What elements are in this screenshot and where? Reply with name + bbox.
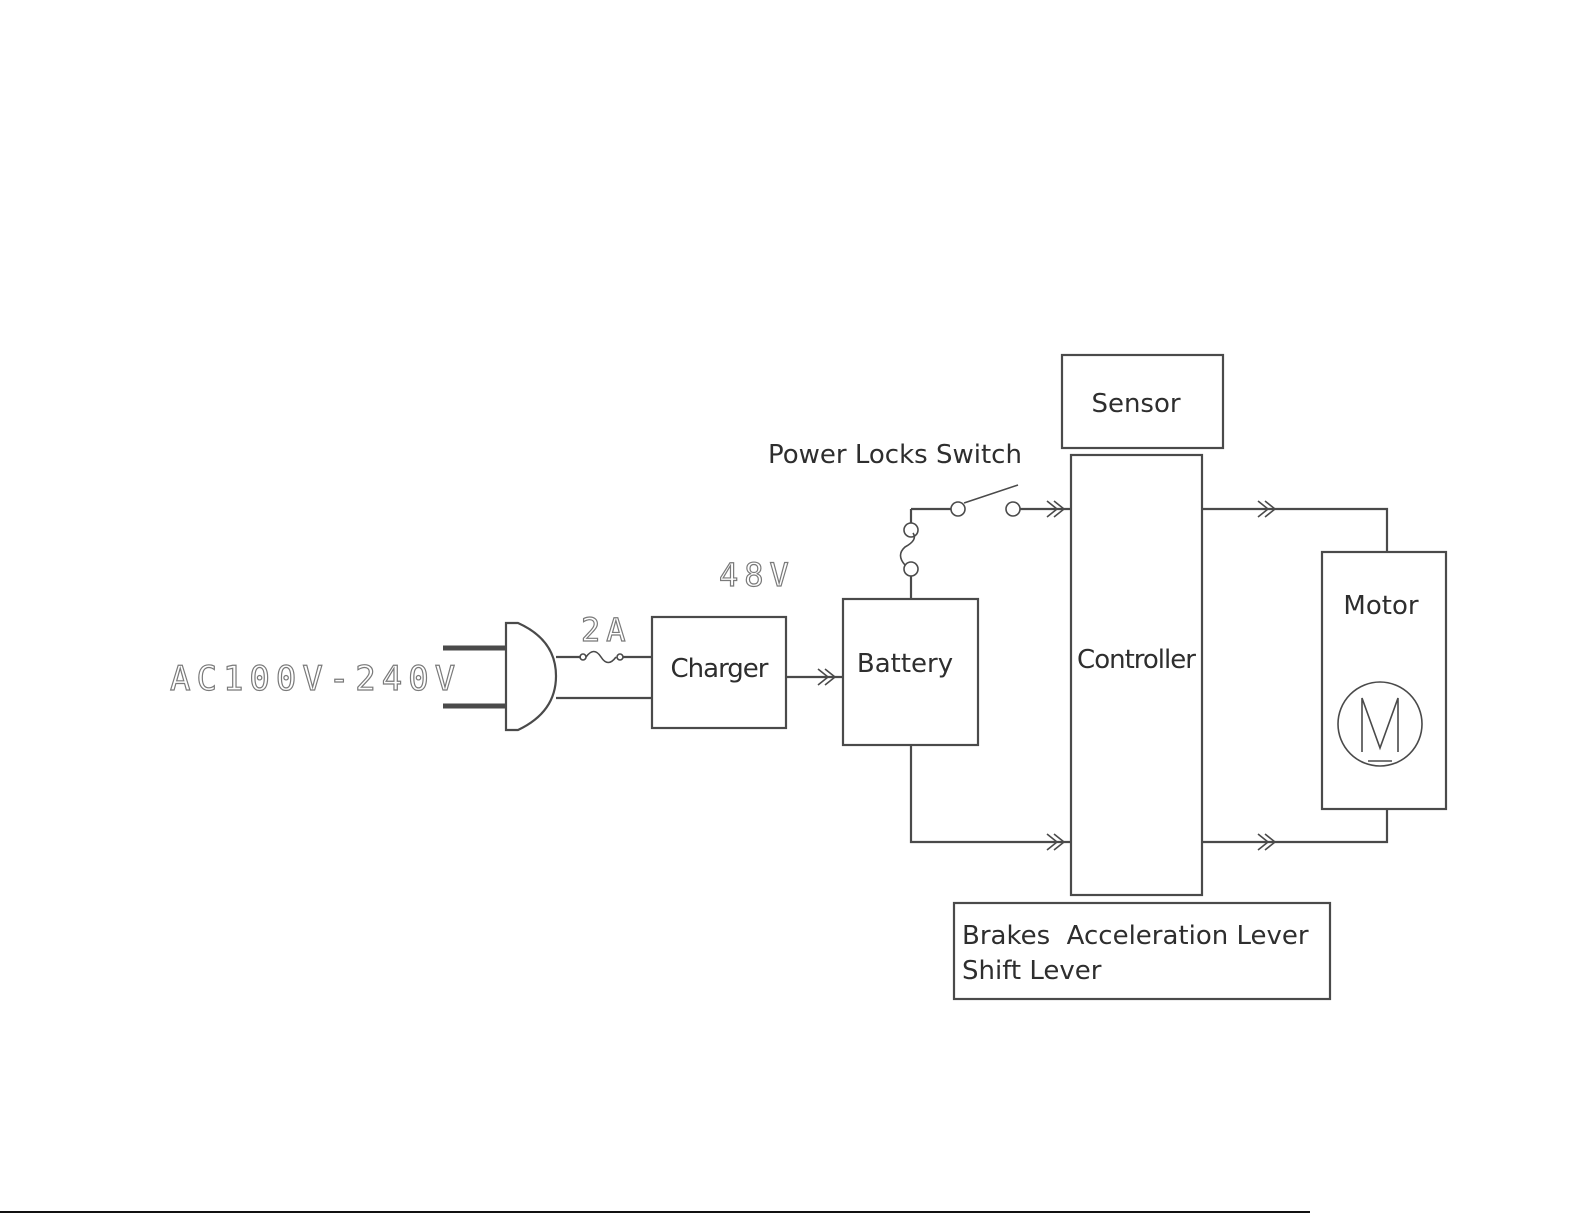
charger-block: [650, 615, 788, 730]
battery-label: Battery: [857, 649, 953, 679]
ac-plug-icon: [443, 621, 558, 732]
arrow-icon: [817, 668, 837, 686]
sensor-label: Sensor: [1091, 389, 1180, 419]
ac-input-label: AC100V-240V: [170, 659, 461, 699]
motor-symbol-icon: [1337, 681, 1423, 767]
charger-output-label: 48V: [719, 556, 795, 594]
arrow-icon: [1257, 833, 1277, 851]
arrow-icon: [1046, 833, 1066, 851]
fuse-rating-label: 2A: [581, 611, 632, 649]
inputs-line-1: Brakes Acceleration Lever: [962, 921, 1309, 951]
sensor-block: [1060, 353, 1225, 450]
battery-fuse-icon: [899, 509, 919, 599]
controller-block: [1069, 453, 1204, 897]
fuse-icon: [556, 650, 652, 664]
motor-label: Motor: [1343, 591, 1418, 621]
inputs-block: [952, 901, 1332, 1001]
charger-label: Charger: [671, 654, 769, 684]
power-switch-label: Power Locks Switch: [768, 440, 1022, 470]
arrow-icon: [1257, 500, 1277, 518]
arrow-icon: [1046, 500, 1066, 518]
inputs-line-2: Shift Lever: [962, 956, 1102, 986]
power-switch-icon: [950, 484, 1021, 517]
bottom-border: [0, 1211, 1310, 1213]
controller-label: Controller: [1077, 645, 1196, 675]
